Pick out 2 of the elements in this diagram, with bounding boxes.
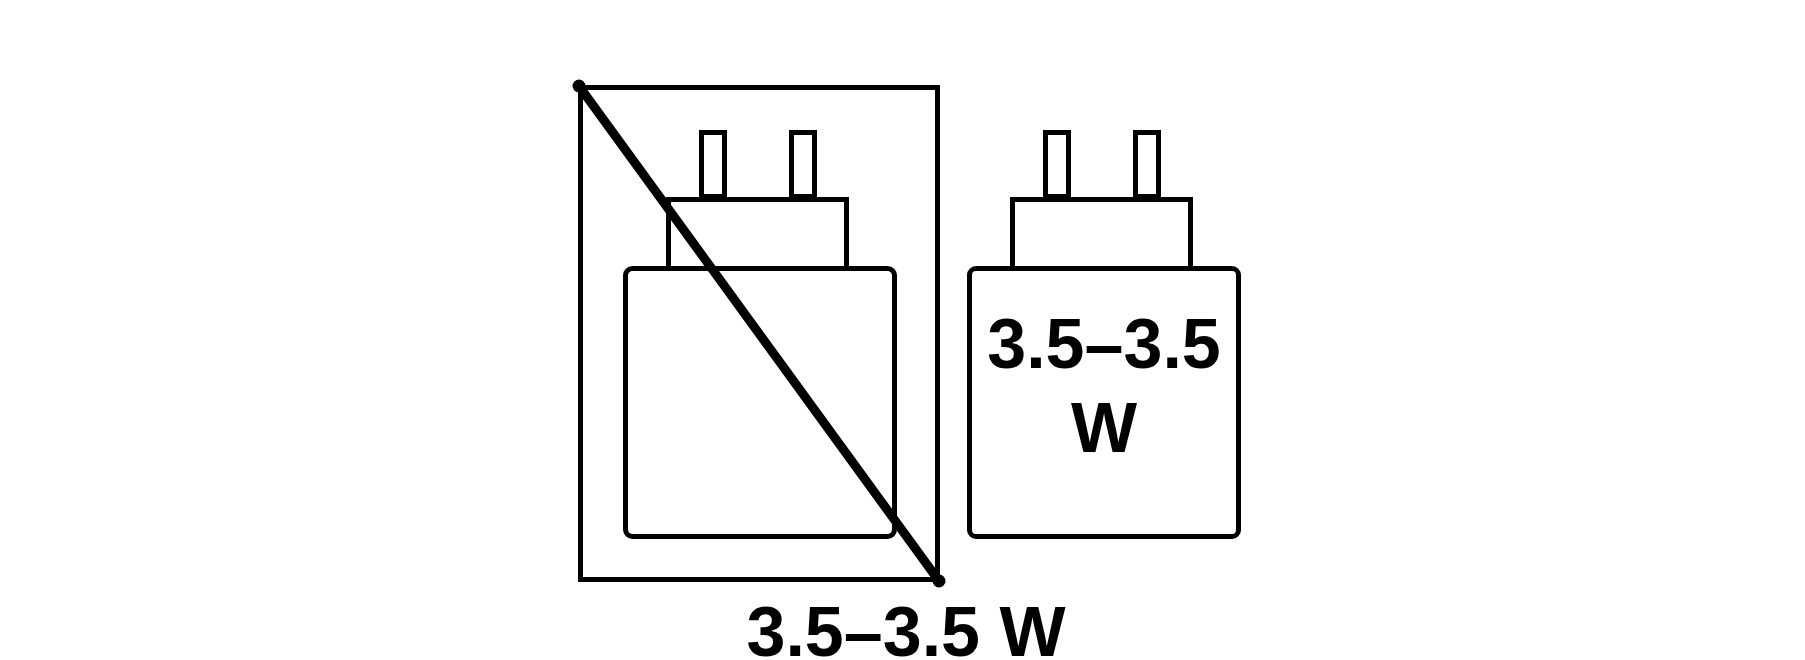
power-rating: 3.5–3.5 W <box>986 304 1222 469</box>
power-rating: 3.5–3.5 W <box>746 604 1066 660</box>
